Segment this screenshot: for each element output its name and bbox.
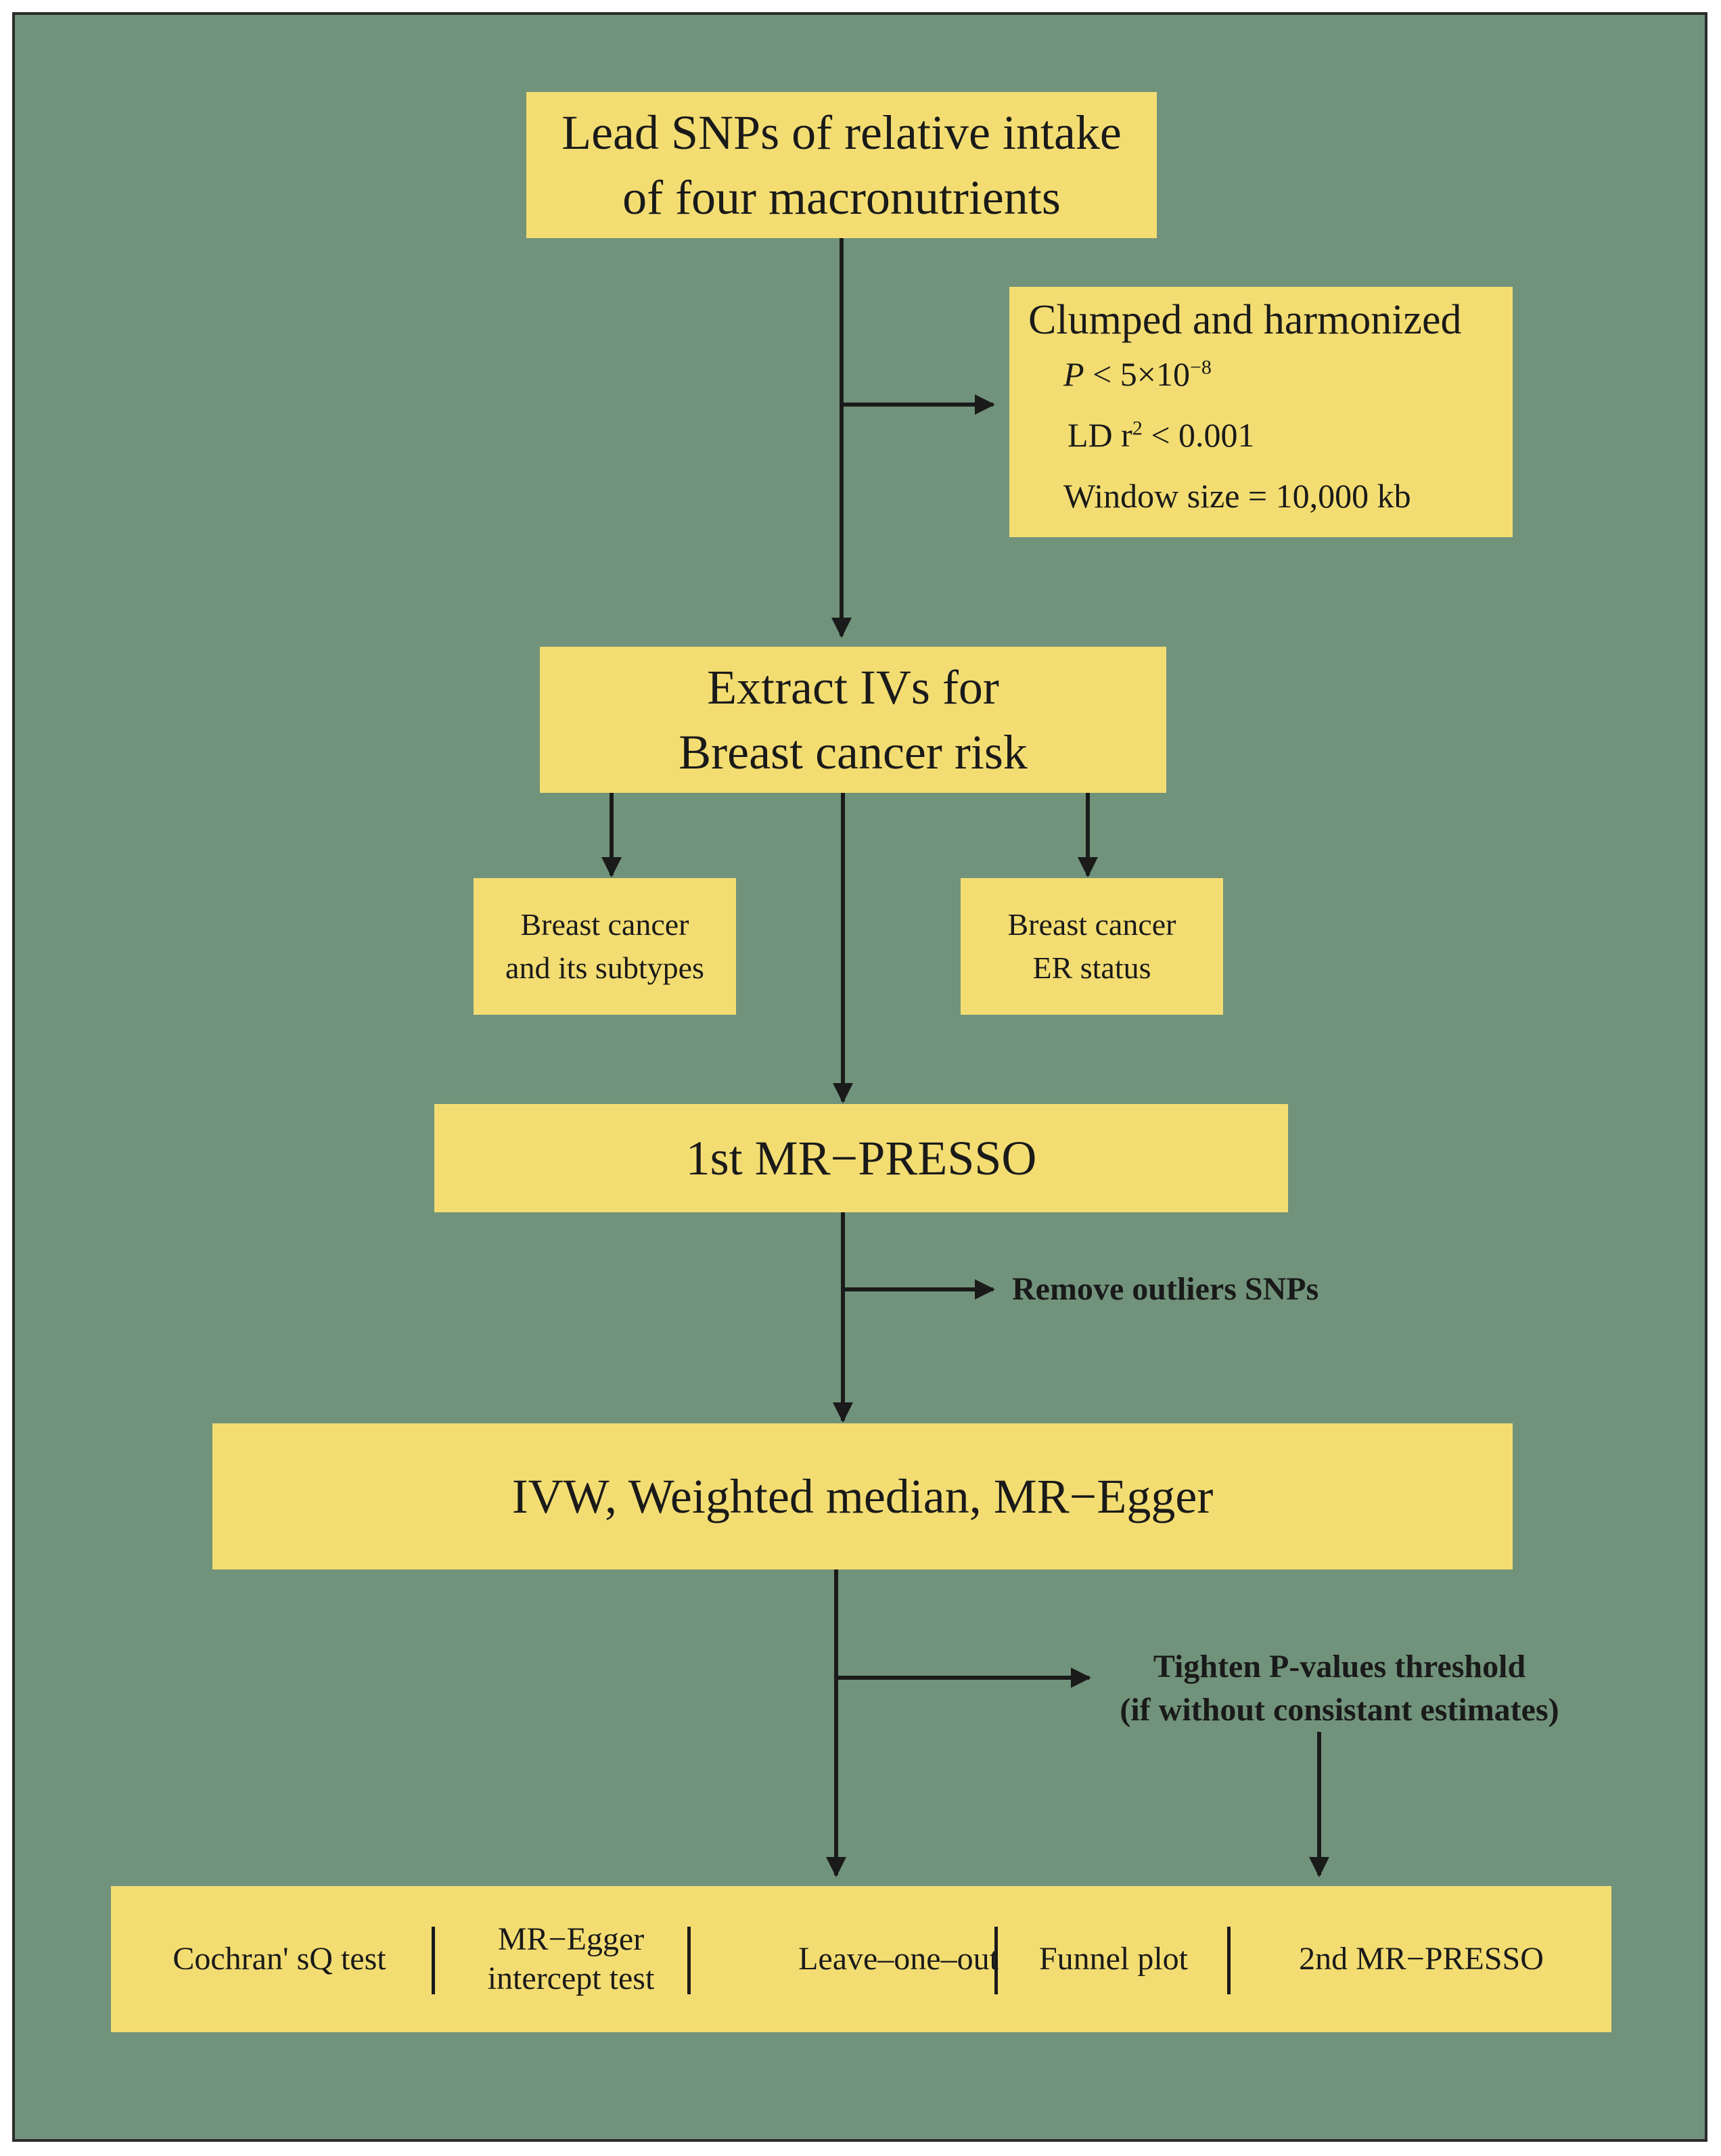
p-relation: < 5×10 — [1084, 355, 1190, 393]
clumping-box: Clumped and harmonized P < 5×10−8 LD r2 … — [1009, 287, 1513, 537]
egger-line2: intercept test — [487, 1960, 655, 1996]
subtypes-box: Breast cancer and its subtypes — [474, 878, 736, 1015]
remove-outliers-note: Remove outliers SNPs — [1012, 1271, 1319, 1307]
extract-ivs-box: Extract IVs for Breast cancer risk — [540, 647, 1166, 793]
p-exponent: −8 — [1189, 356, 1212, 379]
lead-snps-line1: Lead SNPs of relative intake — [561, 106, 1122, 160]
tighten-line1: Tighten P-values threshold — [1153, 1649, 1526, 1684]
window-size: Window size = 10,000 kb — [1063, 477, 1411, 515]
ld-exponent: 2 — [1132, 417, 1143, 440]
extract-ivs-line1: Extract IVs for — [707, 660, 999, 714]
er-status-line1: Breast cancer — [1007, 907, 1176, 942]
test-funnel-plot: Funnel plot — [1038, 1941, 1188, 1977]
egger-line1: MR−Egger — [497, 1921, 645, 1957]
test-cochran: Cochran' sQ test — [173, 1941, 386, 1977]
separator — [687, 1927, 691, 1994]
separator — [432, 1927, 435, 1994]
p-variable: P — [1063, 355, 1084, 393]
test-egger-intercept: MR−Egger intercept test — [449, 1886, 693, 2032]
ld-prefix: LD r — [1068, 416, 1132, 454]
tighten-threshold-note: Tighten P-values threshold (if without c… — [1089, 1645, 1590, 1732]
separator — [1227, 1927, 1231, 1994]
extract-ivs-line2: Breast cancer risk — [679, 725, 1028, 779]
test-presso2: 2nd MR−PRESSO — [1299, 1941, 1544, 1977]
subtypes-line1: Breast cancer — [520, 907, 689, 942]
ld-relation: < 0.001 — [1142, 416, 1255, 454]
test-leave-one-out: Leave–one–out — [798, 1941, 999, 1977]
p-threshold: P < 5×10−8 — [1063, 354, 1212, 394]
methods-label: IVW, Weighted median, MR−Egger — [511, 1469, 1214, 1523]
lead-snps-line2: of four macronutrients — [622, 170, 1061, 225]
clumping-title: Clumped and harmonized — [1028, 297, 1462, 343]
lead-snps-box: Lead SNPs of relative intake of four mac… — [526, 92, 1157, 238]
subtypes-line2: and its subtypes — [505, 950, 704, 985]
er-status-line2: ER status — [1032, 950, 1151, 985]
ld-threshold: LD r2 < 0.001 — [1068, 415, 1255, 455]
methods-box: IVW, Weighted median, MR−Egger — [212, 1423, 1513, 1569]
separator — [994, 1927, 998, 1994]
presso1-label: 1st MR−PRESSO — [685, 1131, 1037, 1185]
er-status-box: Breast cancer ER status — [961, 878, 1223, 1015]
tighten-line2: (if without consistant estimates) — [1120, 1692, 1559, 1728]
sensitivity-tests-box: Cochran' sQ test MR−Egger intercept test… — [111, 1886, 1611, 2032]
presso1-box: 1st MR−PRESSO — [434, 1104, 1288, 1212]
